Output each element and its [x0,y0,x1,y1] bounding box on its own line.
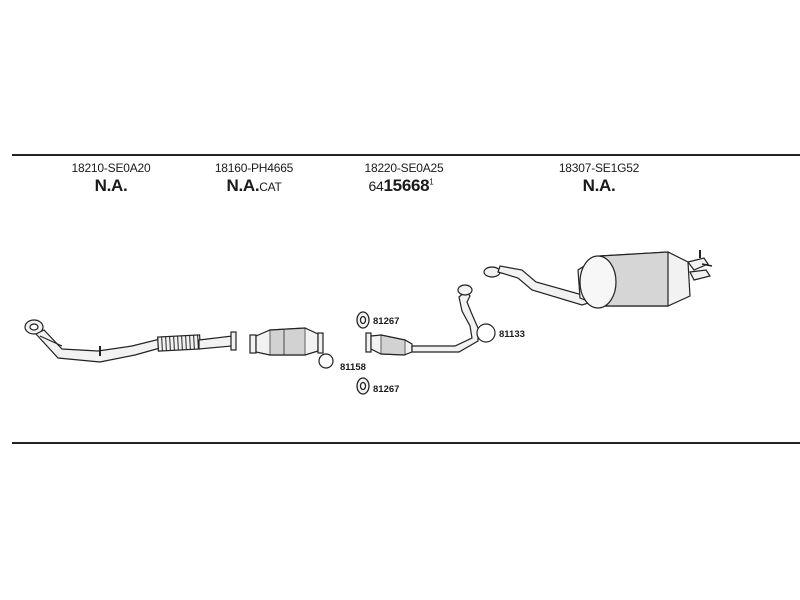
catalytic-converter [249,327,324,356]
part-number-front-pipe: 18210-SE0A20 [71,161,151,175]
bottom-rule [12,442,800,444]
part-number-catalyst: 18160-PH4665 [214,161,294,175]
status-catalyst: N.A.CAT [226,176,282,195]
clamp-lower [356,377,370,395]
ring-right [476,323,496,343]
status-rear-muffler: N.A. [582,176,616,195]
middle-pipe [365,284,479,356]
callout-ring-right: 81133 [499,329,525,340]
rear-muffler [483,250,713,309]
callout-ring-middle: 81158 [340,362,366,373]
ring-middle [318,353,334,369]
part-number-rear-muffler: 18307-SE1G52 [558,161,640,175]
top-rule [12,154,800,156]
status-front-pipe: N.A. [94,176,128,195]
status-middle-pipe: 64156681 [368,176,434,195]
callout-clamp-lower: 81267 [373,384,400,395]
part-number-middle-pipe: 18220-SE0A25 [364,161,444,175]
callout-clamp-upper: 81267 [373,316,400,327]
front-pipe [24,319,237,363]
clamp-upper [356,311,370,329]
